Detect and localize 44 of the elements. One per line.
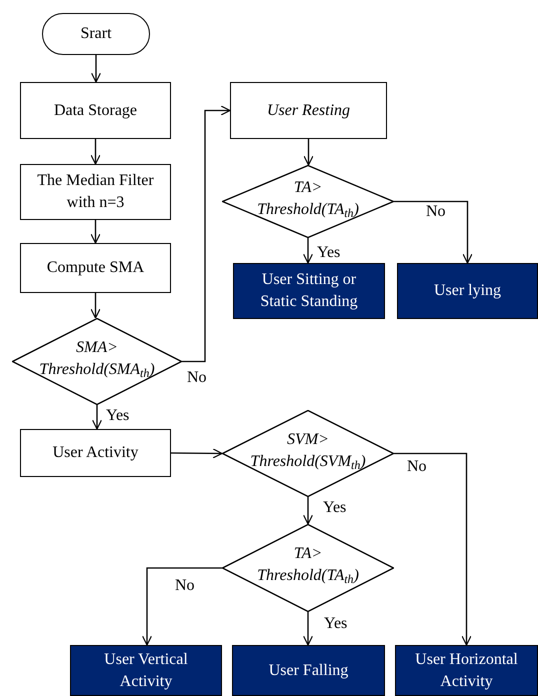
arrow: [90, 293, 101, 319]
step-text: User Falling: [268, 660, 350, 680]
condition-text: TA> Threshold(TA$_{th}$): [256, 544, 360, 587]
outcome-box: [232, 645, 385, 696]
arrow: [171, 448, 223, 458]
step-text: User Horizontal Activity: [414, 650, 519, 692]
outcome-box: [397, 263, 538, 319]
step-text: Srart: [79, 24, 113, 44]
process-box: [20, 429, 171, 477]
arrow: [142, 567, 222, 646]
process-box: [20, 243, 171, 293]
arrow: [182, 105, 231, 362]
process-box: [20, 164, 171, 220]
arrow: [92, 405, 102, 430]
step-text: Compute SMA: [46, 258, 146, 278]
arrow: [394, 452, 472, 646]
arrow: [302, 612, 314, 646]
condition-text: SMA> Threshold(SMA$_{th}$): [38, 338, 156, 380]
step-text: User Resting: [266, 100, 352, 120]
condition-text: SVM> Threshold(SVM$_{th}$): [249, 430, 367, 472]
arrow: [90, 139, 101, 165]
process-box: [20, 82, 171, 139]
decision-diamond: [12, 318, 182, 405]
arrow: [303, 139, 314, 166]
decision-diamond: [222, 524, 394, 612]
step-text: User Vertical Activity: [103, 650, 189, 692]
step-text: Data Storage: [52, 100, 138, 120]
step-text: User lying: [432, 281, 502, 301]
outcome-box: [233, 263, 385, 319]
arrow: [302, 238, 314, 264]
arrow: [302, 497, 314, 525]
step-text: The Median Filter with n=3: [36, 171, 155, 213]
arrow: [90, 220, 101, 244]
outcome-box: [70, 645, 222, 696]
step-text: User Sitting or Static Standing: [259, 270, 359, 312]
step-text: User Activity: [52, 443, 140, 463]
outcome-box: [395, 645, 538, 696]
decision-diamond: [222, 410, 394, 497]
decision-diamond: [222, 165, 394, 238]
arrow: [394, 200, 473, 264]
arrow: [90, 55, 102, 83]
condition-text: TA> Threshold(TA$_{th}$): [256, 178, 360, 220]
process-box: [230, 82, 387, 139]
start-terminal: [42, 13, 150, 55]
